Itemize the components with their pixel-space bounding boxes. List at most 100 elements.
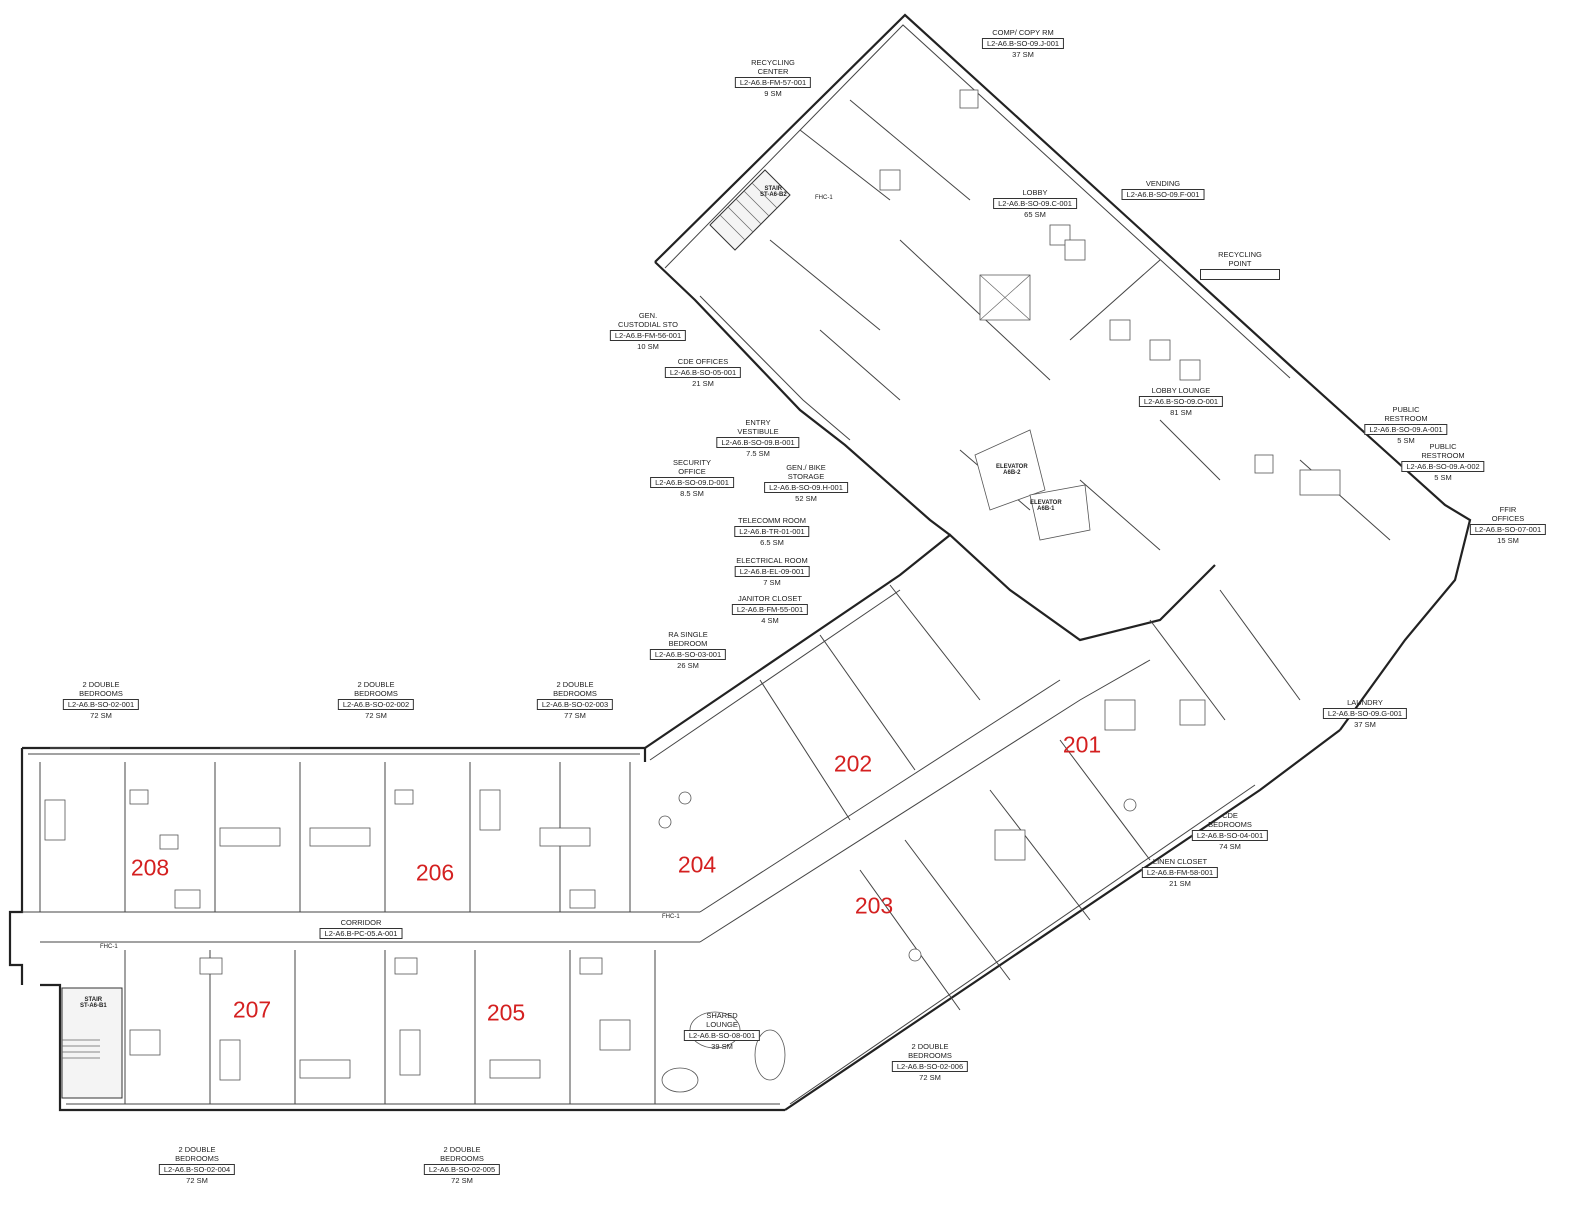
room-area: 77 SM bbox=[564, 711, 586, 720]
room-area: 74 SM bbox=[1219, 842, 1241, 851]
room-name: ELECTRICAL ROOM bbox=[736, 556, 808, 565]
room-name: 2 DOUBLE BEDROOMS bbox=[79, 680, 123, 698]
room-name: PUBLIC RESTROOM bbox=[1384, 405, 1428, 423]
room-area: 37 SM bbox=[1012, 50, 1034, 59]
room-code: L2-A6.B-SO-02-006 bbox=[891, 1061, 969, 1072]
room-code: L2-A6.B-SO-02-002 bbox=[337, 699, 415, 710]
room-code: L2-A6.B-FM-55-001 bbox=[731, 604, 809, 615]
unit-number-203: 203 bbox=[854, 892, 894, 919]
room-area: 72 SM bbox=[186, 1176, 208, 1185]
room-name: 2 DOUBLE BEDROOMS bbox=[354, 680, 398, 698]
room-name: CDE OFFICES bbox=[677, 357, 729, 366]
room-name: RECYCLING POINT bbox=[1218, 250, 1262, 268]
room-code: L2-A6.B-SO-05-001 bbox=[664, 367, 742, 378]
room-code: L2-A6.B-SO-04-001 bbox=[1191, 830, 1269, 841]
lobby-block-walls bbox=[654, 13, 1472, 731]
room-name: RA SINGLE BEDROOM bbox=[668, 630, 708, 648]
room-area: 26 SM bbox=[677, 661, 699, 670]
unit-number-205: 205 bbox=[486, 999, 526, 1026]
stairs bbox=[61, 169, 791, 1099]
room-area: 21 SM bbox=[1169, 879, 1191, 888]
elevator-tag: ELEVATOR A6B-1 bbox=[1030, 500, 1062, 512]
room-name: 2 DOUBLE BEDROOMS bbox=[175, 1145, 219, 1163]
room-area: 15 SM bbox=[1497, 536, 1519, 545]
room-name: CDE BEDROOMS bbox=[1208, 811, 1252, 829]
room-code: L2-A6.B-SO-09.G-001 bbox=[1322, 708, 1408, 719]
furniture bbox=[44, 89, 1341, 1093]
room-name: 2 DOUBLE BEDROOMS bbox=[553, 680, 597, 698]
room-name: SECURITY OFFICE bbox=[673, 458, 711, 476]
room-code: L2-A6.B-SO-09.B-001 bbox=[716, 437, 800, 448]
room-code: L2-A6.B-SO-03-001 bbox=[649, 649, 727, 660]
room-code: L2-A6.B-SO-09.A-002 bbox=[1401, 461, 1485, 472]
room-code: L2-A6.B-TR-01-001 bbox=[734, 526, 810, 537]
room-code: L2-A6.B-PC-05.A-001 bbox=[319, 928, 403, 939]
room-area: 8.5 SM bbox=[680, 489, 704, 498]
room-code: L2-A6.B-FM-57-001 bbox=[734, 77, 812, 88]
room-code: L2-A6.B-SO-09.H-001 bbox=[764, 482, 848, 493]
room-name: 2 DOUBLE BEDROOMS bbox=[908, 1042, 952, 1060]
unit-number-206: 206 bbox=[415, 859, 455, 886]
room-code: L2-A6.B-FM-58-001 bbox=[1141, 867, 1219, 878]
room-name: LINEN CLOSET bbox=[1152, 857, 1208, 866]
room-name: PUBLIC RESTROOM bbox=[1421, 442, 1465, 460]
room-name: LOBBY LOUNGE bbox=[1151, 386, 1211, 395]
room-area: 6.5 SM bbox=[760, 538, 784, 547]
room-code: L2-A6.B-SO-09.O-001 bbox=[1138, 396, 1224, 407]
room-area: 7.5 SM bbox=[746, 449, 770, 458]
room-code: L2-A6.B-FM-56-001 bbox=[609, 330, 687, 341]
room-tag: RECYCLING POINT bbox=[1200, 250, 1280, 283]
elevator-tag: ELEVATOR A6B-2 bbox=[996, 464, 1028, 476]
room-area: 72 SM bbox=[919, 1073, 941, 1082]
fhc-tag: FHC-1 bbox=[662, 914, 680, 920]
room-area: 9 SM bbox=[764, 89, 782, 98]
room-name: GEN./ BIKE STORAGE bbox=[786, 463, 826, 481]
room-area: 21 SM bbox=[692, 379, 714, 388]
room-area: 7 SM bbox=[763, 578, 781, 587]
fhc-tag: FHC-1 bbox=[815, 195, 833, 201]
room-area: 5 SM bbox=[1397, 436, 1415, 445]
room-area: 72 SM bbox=[365, 711, 387, 720]
room-name: FFIR OFFICES bbox=[1491, 505, 1525, 523]
room-name: COMP/ COPY RM bbox=[992, 28, 1054, 37]
fhc-tag: FHC-1 bbox=[100, 944, 118, 950]
room-code-box-empty bbox=[1200, 269, 1280, 280]
unit-number-207: 207 bbox=[232, 996, 272, 1023]
room-area: 39 SM bbox=[711, 1042, 733, 1051]
room-area: 5 SM bbox=[1434, 473, 1452, 482]
room-code: L2-A6.B-SO-09.F-001 bbox=[1121, 189, 1205, 200]
room-code: L2-A6.B-SO-02-001 bbox=[62, 699, 140, 710]
room-area: 37 SM bbox=[1354, 720, 1376, 729]
room-name: 2 DOUBLE BEDROOMS bbox=[440, 1145, 484, 1163]
room-code: L2-A6.B-SO-09.D-001 bbox=[650, 477, 734, 488]
stair-tag: STAIR ST-A6-B1 bbox=[80, 997, 107, 1009]
room-name: JANITOR CLOSET bbox=[737, 594, 803, 603]
room-area: 52 SM bbox=[795, 494, 817, 503]
unit-number-201: 201 bbox=[1062, 731, 1102, 758]
room-name: ENTRY VESTIBULE bbox=[737, 418, 779, 436]
elevators bbox=[974, 274, 1091, 541]
room-code: L2-A6.B-SO-07-001 bbox=[1469, 524, 1547, 535]
room-name: TELECOMM ROOM bbox=[738, 516, 806, 525]
diagonal-wing-walls bbox=[644, 533, 1341, 1111]
